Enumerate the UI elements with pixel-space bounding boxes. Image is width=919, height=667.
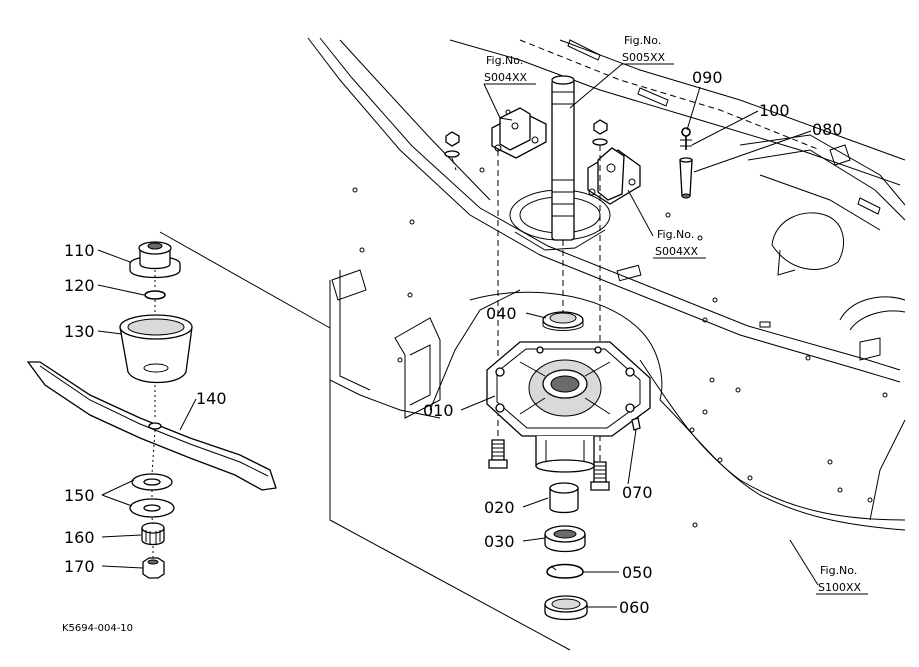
oil-seal-040 [542,311,584,331]
label-130: 130 [64,322,95,341]
label-060: 060 [619,598,650,617]
fig-ref-s004-top-line1: Fig.No. [486,54,523,67]
fig-ref-s100-line1: Fig.No. [820,564,857,577]
blade-guide-lines [151,231,571,651]
label-160: 160 [64,528,95,547]
collar-020 [549,482,579,514]
label-150: 150 [64,486,95,505]
fig-ref-s100-line2: S100XX [818,581,862,594]
label-010: 010 [423,401,454,420]
label-080: 080 [812,120,843,139]
label-090: 090 [692,68,723,87]
label-100: 100 [759,101,790,120]
blade-cup-130 [119,314,193,384]
label-070: 070 [622,483,653,502]
input-shaft [551,75,575,241]
snap-ring-050 [546,563,584,579]
fig-ref-s004-right-line2: S004XX [655,245,699,258]
label-110: 110 [64,241,95,260]
bolt-160 [141,522,165,546]
label-040: 040 [486,304,517,323]
fig-ref-s004-top-line2: S004XX [484,71,528,84]
seal-060 [544,595,588,621]
fig-ref-s100: Fig.No. S100XX [816,564,868,595]
label-020: 020 [484,498,515,517]
housing-bolts [488,439,610,491]
fig-ref-s004-top: Fig.No. S004XX [484,54,536,85]
left-bracket [491,107,547,159]
clip-090 [680,127,692,150]
fig-ref-s005: Fig.No. S005XX [622,34,674,65]
fig-ref-s005-line1: Fig.No. [624,34,661,47]
fig-ref-s005-line2: S005XX [622,51,666,64]
fig-ref-s004-right-line1: Fig.No. [657,228,694,241]
fig-ref-s004-right: Fig.No. S004XX [653,228,706,259]
spring-washer-120 [144,290,166,300]
label-170: 170 [64,557,95,576]
pin-080 [679,157,693,199]
bracket-nuts [444,119,608,158]
label-050: 050 [622,563,653,582]
blade-140 [26,361,277,491]
deck-holes [352,109,888,528]
leader-lines [97,63,819,608]
washers-150 [129,473,175,518]
nut-170 [142,557,165,579]
mower-deck-outline [307,37,906,531]
bearing-030 [544,525,586,553]
drawing-code: K5694-004-10 [62,623,133,634]
blade-hub-110 [129,241,181,279]
gearbox-housing [486,341,651,473]
label-030: 030 [484,532,515,551]
label-120: 120 [64,276,95,295]
label-140: 140 [196,389,227,408]
right-bracket [587,147,641,205]
